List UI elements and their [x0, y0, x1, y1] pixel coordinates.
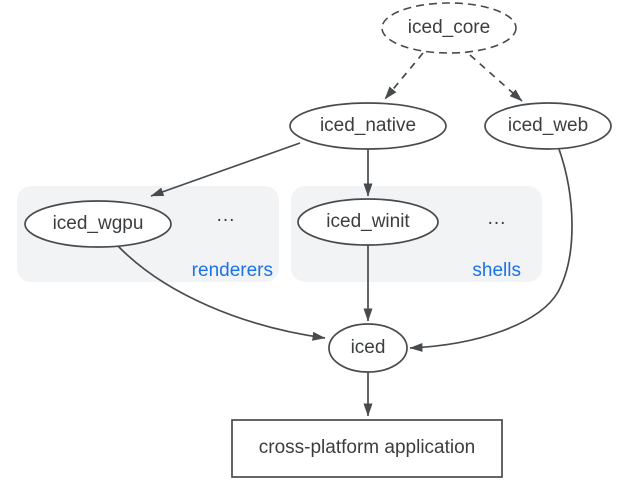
node-label-application: cross-platform application	[258, 437, 476, 458]
group-label-shells: shells	[472, 260, 521, 281]
edge-core-to-native	[384, 52, 424, 100]
node-shape-application	[231, 419, 503, 478]
node-label-iced-native: iced_native	[319, 115, 417, 136]
node-shape-iced-web	[484, 102, 612, 150]
edge-native-to-wgpu	[150, 142, 301, 197]
node-label-iced-core: iced_core	[407, 17, 491, 38]
node-shape-iced-wgpu	[24, 200, 172, 248]
node-label-iced-web: iced_web	[507, 115, 589, 136]
node-shape-iced-native	[289, 102, 447, 150]
edge-core-to-web	[469, 54, 523, 102]
node-shape-iced-winit	[297, 198, 439, 246]
node-label-iced: iced	[350, 337, 386, 358]
shells-ellipsis: ...	[487, 208, 507, 229]
node-shape-iced	[328, 323, 408, 373]
group-label-renderers: renderers	[191, 260, 273, 281]
edge-wgpu-to-iced	[116, 244, 326, 341]
node-label-iced-winit: iced_winit	[326, 211, 410, 232]
node-label-iced-wgpu: iced_wgpu	[52, 213, 144, 234]
node-shape-iced-core	[381, 2, 517, 54]
renderers-ellipsis: ...	[216, 205, 236, 226]
edge-web-to-iced	[409, 148, 573, 352]
